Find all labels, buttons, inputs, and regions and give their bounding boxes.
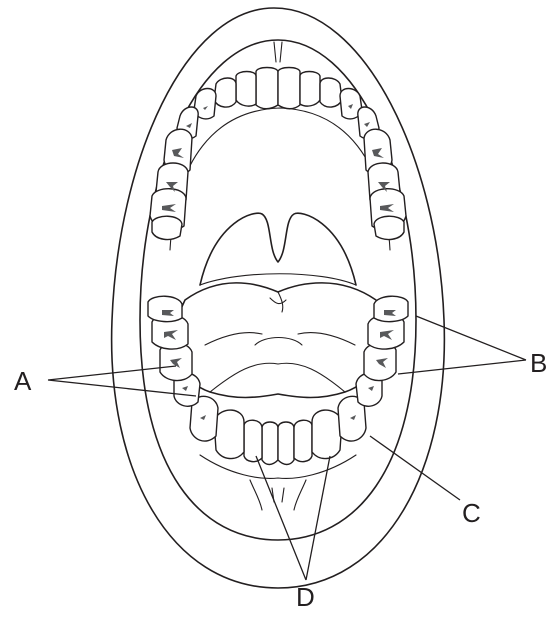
tongue <box>175 283 384 398</box>
lower-lip-frenulum <box>250 480 306 510</box>
label-b: B <box>530 348 547 378</box>
label-d: D <box>296 582 315 612</box>
pointer-c <box>370 436 460 500</box>
upper-incisor-2 <box>278 68 300 109</box>
tongue-fold-left <box>205 333 262 345</box>
upper-incisor-3 <box>236 72 256 107</box>
upper-canine-left <box>214 78 236 107</box>
label-a: A <box>14 366 32 396</box>
upper-molar-right-4 <box>374 216 404 239</box>
lower-incisor-3 <box>244 420 262 461</box>
tongue-underside <box>210 363 345 392</box>
pointer-b <box>398 316 526 374</box>
lower-molar-left-3 <box>148 296 182 321</box>
lower-incisor-1 <box>262 422 278 465</box>
palate-outline <box>170 108 390 250</box>
upper-incisor-4 <box>300 72 320 107</box>
tongue-fold-right <box>298 333 355 345</box>
pointer-d <box>256 456 330 580</box>
label-c: C <box>462 498 481 528</box>
upper-molar-left-4 <box>152 216 182 239</box>
lower-molar-right-3 <box>374 296 408 321</box>
upper-incisor-1 <box>256 68 278 109</box>
lower-incisor-4 <box>294 420 312 461</box>
upper-lip-frenulum <box>274 42 282 62</box>
tongue-fold-center <box>255 338 302 346</box>
lower-incisor-2 <box>278 422 294 465</box>
tongue-midline <box>270 292 286 312</box>
lower-canine-left <box>214 410 244 459</box>
lower-canine-right <box>312 410 342 459</box>
upper-canine-right <box>320 78 342 107</box>
